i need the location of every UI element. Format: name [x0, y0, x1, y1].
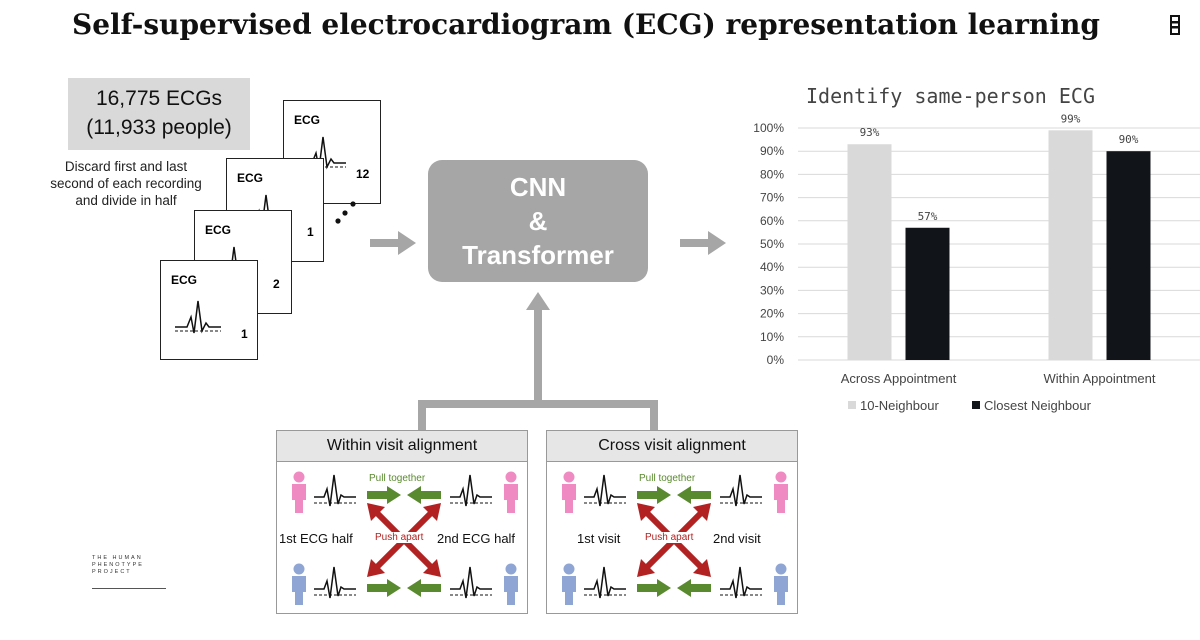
y-tick-label: 0% — [767, 353, 785, 367]
y-tick-label: 10% — [760, 330, 784, 344]
person-icon — [774, 563, 788, 605]
first-visit-label: 1st visit — [577, 531, 621, 546]
y-tick-label: 20% — [760, 307, 784, 321]
ecg-wave-icon — [584, 474, 626, 507]
y-tick-label: 80% — [760, 167, 784, 181]
person-icon — [562, 471, 576, 513]
person-icon — [504, 471, 518, 513]
ecg-card-label: ECG — [237, 171, 264, 185]
data-label: 93% — [860, 126, 880, 139]
ecg-card-label: ECG — [171, 273, 198, 287]
page-title: Self-supervised electrocardiogram (ECG) … — [72, 8, 1100, 41]
ecg-wave-icon — [314, 474, 356, 507]
ecg-wave-icon — [450, 474, 492, 507]
model-box: CNN & Transformer — [428, 160, 648, 282]
data-label: 90% — [1119, 133, 1139, 146]
arrow-icon — [370, 231, 416, 255]
panel-title: Cross visit alignment — [547, 431, 797, 462]
x-tick-label: Within Appointment — [1043, 371, 1155, 386]
ecg-wave-icon — [720, 474, 762, 507]
arrow-icon — [367, 486, 441, 504]
x-tick-label: Across Appointment — [841, 371, 957, 386]
second-visit-label: 2nd visit — [713, 531, 761, 546]
bar — [905, 227, 950, 360]
legend-label: 10-Neighbour — [860, 398, 939, 413]
ecg-card-number: 2 — [273, 277, 280, 291]
logo-underline — [92, 588, 166, 589]
y-tick-label: 100% — [753, 121, 784, 135]
cross-visit-panel: Cross visit alignment Pull together Push… — [546, 430, 798, 614]
more-dots-icon — [335, 201, 356, 224]
legend-swatch — [848, 401, 856, 409]
ecg-card-number: 12 — [356, 167, 370, 181]
push-apart-label: Push apart — [373, 532, 426, 543]
pull-together-label: Pull together — [369, 473, 426, 484]
panel-title: Within visit alignment — [277, 431, 527, 462]
logo-line: PHENOTYPE — [92, 562, 144, 568]
first-half-label: 1st ECG half — [279, 531, 353, 546]
y-tick-label: 90% — [760, 144, 784, 158]
dataset-people: (11,933 people) — [86, 116, 232, 139]
data-label: 57% — [918, 210, 938, 223]
y-tick-label: 40% — [760, 260, 784, 274]
preprocess-note: Discard first and last second of each re… — [50, 159, 202, 208]
second-half-label: 2nd ECG half — [437, 531, 516, 546]
y-tick-label: 30% — [760, 283, 784, 297]
y-tick-label: 50% — [760, 237, 784, 251]
pull-together-label: Pull together — [639, 473, 696, 484]
legend-swatch — [972, 401, 980, 409]
bar — [847, 144, 892, 360]
ecg-card: ECG 1 — [160, 260, 258, 360]
ecg-wave-icon — [314, 566, 356, 599]
ecg-card-number: 1 — [307, 225, 314, 239]
model-cnn: CNN — [509, 172, 567, 202]
dataset-box: 16,775 ECGs (11,933 people) — [68, 78, 250, 150]
person-icon — [292, 471, 306, 513]
ecg-card-label: ECG — [294, 113, 321, 127]
model-transformer: Transformer — [462, 240, 614, 270]
data-label: 99% — [1061, 112, 1081, 125]
bar — [1048, 130, 1093, 360]
logo-line: PROJECT — [92, 569, 132, 575]
bar-chart: 0% 10% 20% 30% 40% 50% 60% 70% 80% 90% 100% 93% 57% A… — [753, 112, 1200, 413]
menu-icon[interactable] — [1168, 14, 1182, 36]
ecg-wave-icon — [584, 566, 626, 599]
within-visit-panel: Within visit alignment Pull together Pus… — [276, 430, 528, 614]
model-and: & — [528, 206, 548, 236]
ecg-wave-icon — [175, 300, 221, 334]
push-apart-label: Push apart — [643, 532, 696, 543]
ecg-wave-icon — [720, 566, 762, 599]
arrow-icon — [367, 579, 441, 597]
ecg-card-number: 1 — [241, 327, 248, 341]
connector-arrow — [418, 292, 658, 432]
legend-label: Closest Neighbour — [984, 398, 1092, 413]
person-icon — [292, 563, 306, 605]
arrow-icon — [637, 486, 711, 504]
person-icon — [562, 563, 576, 605]
person-icon — [774, 471, 788, 513]
bar — [1106, 151, 1151, 360]
arrow-icon — [680, 231, 726, 255]
logo-line: THE HUMAN — [92, 555, 143, 561]
ecg-wave-icon — [450, 566, 492, 599]
hpp-logo: THE HUMAN PHENOTYPE PROJECT — [92, 555, 172, 576]
ecg-card-label: ECG — [205, 223, 232, 237]
dataset-count: 16,775 ECGs — [95, 87, 223, 110]
arrow-icon — [637, 579, 711, 597]
chart-title: Identify same-person ECG — [806, 84, 1095, 108]
y-tick-label: 70% — [760, 191, 784, 205]
person-icon — [504, 563, 518, 605]
y-tick-label: 60% — [760, 214, 784, 228]
